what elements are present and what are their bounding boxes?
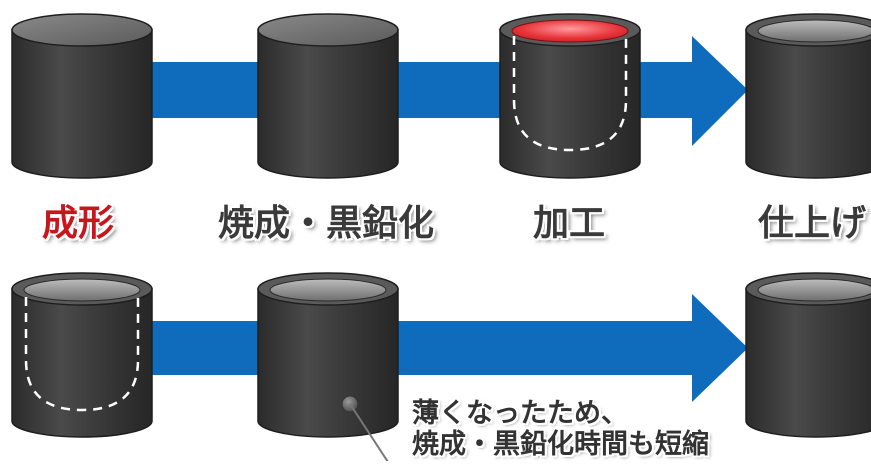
step-label-finishing: 仕上げ: [758, 203, 867, 244]
step-label-molding: 成形: [42, 203, 115, 244]
cylinder-molded-hollow: [11, 272, 153, 438]
note-callout: 薄くなったため、 焼成・黒鉛化時間も短縮: [412, 398, 709, 460]
cylinder-finished-row-1: [745, 13, 871, 179]
cylinder-molded: [11, 13, 153, 179]
cylinder-fired: [257, 13, 399, 179]
arrow-row-2: [120, 294, 748, 402]
step-label-firing-graphitizing: 焼成・黒鉛化: [218, 203, 435, 244]
note-leader-line: [349, 403, 389, 463]
cylinder-machined: [499, 13, 641, 179]
note-line-1: 薄くなったため、: [412, 398, 628, 429]
cylinder-fired-hollow: [257, 272, 399, 438]
step-label-machining: 加工: [533, 203, 606, 244]
arrow-row-1: [120, 36, 748, 146]
note-line-2: 焼成・黒鉛化時間も短縮: [412, 429, 709, 460]
cylinder-finished-row-2: [745, 272, 871, 438]
